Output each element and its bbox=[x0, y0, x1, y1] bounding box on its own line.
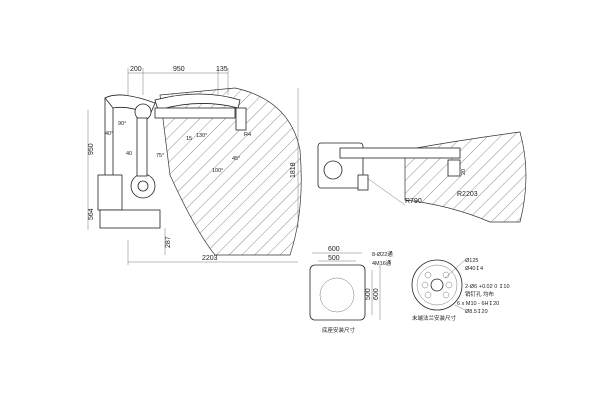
base-caption: 底座安装尺寸 bbox=[322, 326, 356, 334]
dim-20: 20 bbox=[461, 169, 467, 175]
angle-label: 100° bbox=[212, 168, 223, 174]
flange-note: Ø8.5↧20 bbox=[465, 308, 488, 315]
radius-r2203: R2203 bbox=[457, 191, 478, 198]
dim-600-w: 600 bbox=[328, 246, 340, 253]
work-envelope bbox=[159, 87, 302, 256]
dim-500-h: 500 bbox=[365, 288, 372, 300]
radius-label: R4 bbox=[244, 132, 251, 138]
dim-564: 564 bbox=[88, 208, 95, 220]
holes-note: 8-Ø22通 bbox=[372, 250, 393, 258]
angle-label: 45° bbox=[232, 156, 240, 162]
flange-note: 销钉孔 均布 bbox=[465, 290, 495, 298]
top-envelope bbox=[404, 131, 527, 223]
top-view: R790 R2203 20 bbox=[317, 131, 527, 223]
angle-label: 15 bbox=[186, 136, 192, 142]
angle-label: 75° bbox=[156, 153, 164, 159]
flange-note: 2-Ø6 +0.02 0 ↧10 bbox=[465, 283, 510, 290]
dim-600-h: 600 bbox=[373, 288, 380, 300]
dim-950-height: 950 bbox=[88, 143, 95, 155]
side-view: 200 950 135 950 564 1818 287 2203 171 90… bbox=[87, 66, 302, 265]
dim-200: 200 bbox=[130, 66, 142, 73]
angle-label: 130° bbox=[196, 133, 207, 139]
angle-label: 40 bbox=[126, 151, 132, 157]
flange-view: Ø125 Ø40↧4 2-Ø6 +0.02 0 ↧10 销钉孔 均布 6 x M… bbox=[411, 258, 510, 322]
dim-135: 135 bbox=[216, 66, 228, 73]
flange-note: Ø40↧4 bbox=[465, 265, 483, 272]
dim-500-w: 500 bbox=[328, 255, 340, 262]
angle-label: 40° bbox=[105, 131, 113, 137]
angle-label: 90° bbox=[118, 121, 126, 127]
dim-950-top: 950 bbox=[173, 66, 185, 73]
threads-note: 4M16通 bbox=[372, 259, 392, 267]
dim-2203: 2203 bbox=[202, 255, 218, 262]
radius-r790: R790 bbox=[405, 198, 422, 205]
dim-287: 287 bbox=[165, 236, 172, 248]
flange-caption: 末端法兰安装尺寸 bbox=[412, 314, 457, 322]
flange-note: Ø125 bbox=[465, 258, 478, 264]
dim-1818: 1818 bbox=[290, 162, 297, 178]
flange-note: 6 x M10 - 6H↧20 bbox=[457, 300, 499, 307]
base-view: 600 500 8-Ø22通 4M16通 500 600 底座安装尺寸 bbox=[309, 246, 393, 334]
